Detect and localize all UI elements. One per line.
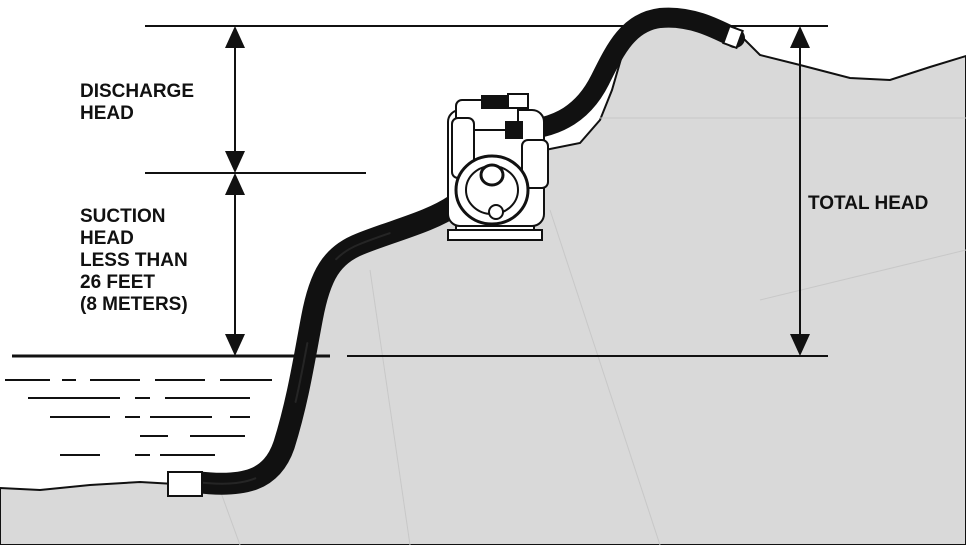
pump-drain-plug: [488, 204, 504, 220]
pump-discharge-port: [505, 121, 523, 139]
ground-texture: [219, 117, 966, 545]
suction-head-line-4: 26 FEET: [80, 272, 155, 293]
discharge-hose-end: [722, 24, 744, 50]
suction-arrow-up-icon: [225, 173, 245, 195]
suction-strainer: [167, 471, 203, 497]
discharge-head-line-1: DISCHARGE: [80, 81, 194, 102]
pump-suction-inlet: [479, 163, 505, 187]
discharge-hose: [505, 7, 745, 140]
water-ripple-lines: [5, 379, 272, 456]
discharge-arrow-up-icon: [225, 26, 245, 48]
total-arrow-up-icon: [790, 26, 810, 48]
dimension-arrows: [225, 26, 810, 356]
suction-head-line-3: LESS THAN: [80, 250, 188, 271]
suction-head-line-5: (8 METERS): [80, 294, 188, 315]
total-head-label: TOTAL HEAD: [808, 193, 928, 214]
pump-base-plate: [447, 229, 543, 241]
discharge-arrow-down-icon: [225, 151, 245, 173]
suction-head-line-2: HEAD: [80, 228, 134, 249]
discharge-head-label: DISCHARGE HEAD: [80, 81, 199, 124]
water-body: [5, 354, 330, 456]
suction-arrow-down-icon: [225, 334, 245, 356]
suction-head-label: SUCTION HEAD LESS THAN 26 FEET (8 METERS…: [80, 206, 193, 315]
discharge-head-line-2: HEAD: [80, 103, 134, 124]
total-arrow-down-icon: [790, 334, 810, 356]
suction-head-line-1: SUCTION: [80, 206, 166, 227]
water-pump: [447, 93, 549, 241]
